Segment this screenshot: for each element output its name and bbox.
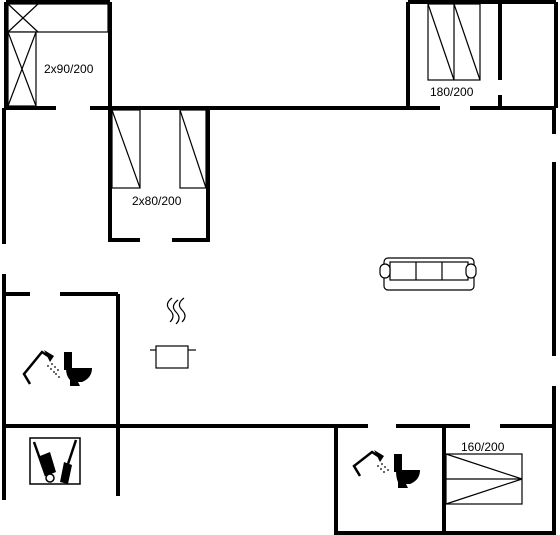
bed-icon [427,3,481,81]
cooking-pot-icon [150,297,196,369]
bedroom-1: 2x90/200 [7,3,109,107]
sofa-icon [379,257,477,291]
bathroom-1 [22,350,92,386]
bedroom-4: 160/200 [445,440,523,505]
bed-size-label: 160/200 [461,440,505,454]
shower-icon [22,350,60,385]
toilet-icon [394,454,420,488]
bed-icon [7,3,109,107]
bed-size-label: 2x80/200 [132,194,182,208]
vacuum-broom-icon [29,437,81,485]
bathroom-2 [352,450,420,488]
shower-icon [352,450,389,477]
bed-size-label: 180/200 [430,85,474,99]
bedroom-2: 2x80/200 [111,109,207,208]
bed-icon [111,109,207,189]
toilet-icon [64,352,92,386]
bed-icon [445,453,523,505]
bed-size-label: 2x90/200 [44,62,94,76]
utility-room [29,437,81,485]
bedroom-3: 180/200 [427,3,481,99]
